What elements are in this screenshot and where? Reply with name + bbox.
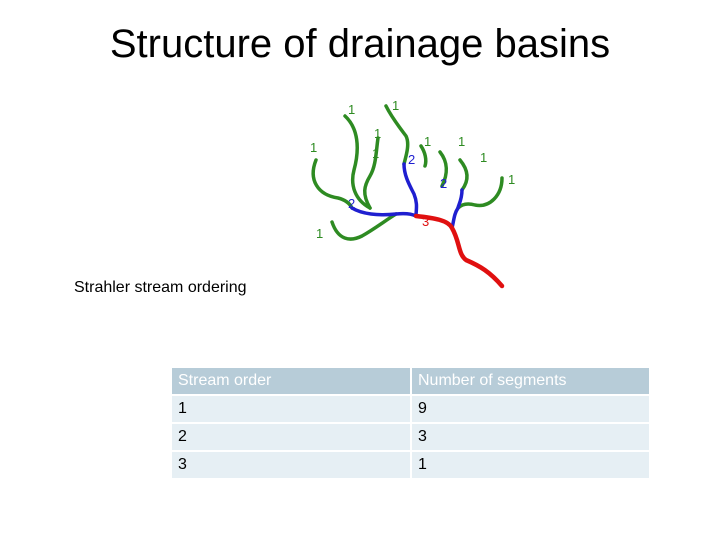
slide-title: Structure of drainage basins <box>109 22 611 66</box>
stream-order-1 <box>458 158 469 192</box>
order-label: 2 <box>348 196 355 211</box>
cell-number-of-segments: 3 <box>412 424 649 450</box>
table-row: 3 1 <box>172 452 649 478</box>
order-label: 1 <box>480 150 487 165</box>
stream-order-1 <box>456 176 504 210</box>
header-number-of-segments: Number of segments <box>412 368 649 394</box>
order-label: 3 <box>422 214 429 229</box>
order-label: 1 <box>372 146 379 161</box>
order-label: 1 <box>316 226 323 241</box>
stream-order-2 <box>450 188 464 230</box>
stream-order-table: Stream order Number of segments 1 9 2 3 … <box>170 366 651 480</box>
stream-order-2 <box>402 162 419 218</box>
order-label: 1 <box>424 134 431 149</box>
stream-order-1 <box>311 158 354 210</box>
stream-order-1 <box>363 136 380 210</box>
stream-order-2 <box>350 206 418 218</box>
order-label: 2 <box>408 152 415 167</box>
order-label: 1 <box>392 98 399 113</box>
diagram-caption: Strahler stream ordering <box>74 279 247 296</box>
cell-stream-order: 2 <box>172 424 410 450</box>
cell-stream-order: 3 <box>172 452 410 478</box>
order-label: 1 <box>374 126 381 141</box>
stream-order-1 <box>384 104 410 166</box>
order-label: 1 <box>508 172 515 187</box>
stream-order-1 <box>343 114 372 210</box>
stream-order-1 <box>438 150 448 188</box>
order-label: 1 <box>458 134 465 149</box>
order-label: 2 <box>440 176 447 191</box>
header-stream-order: Stream order <box>172 368 410 394</box>
order-label: 1 <box>348 102 355 117</box>
cell-number-of-segments: 1 <box>412 452 649 478</box>
order-label: 1 <box>310 140 317 155</box>
stream-order-1 <box>330 212 398 241</box>
table-row: 1 9 <box>172 396 649 422</box>
table-row: 2 3 <box>172 424 649 450</box>
stream-order-3 <box>413 213 505 289</box>
cell-number-of-segments: 9 <box>412 396 649 422</box>
stream-order-1 <box>419 144 428 168</box>
table-header-row: Stream order Number of segments <box>172 368 649 394</box>
stream-network-diagram: 1 1 1 1 1 1 1 1 1 2 2 2 3 1 <box>310 98 515 289</box>
cell-stream-order: 1 <box>172 396 410 422</box>
